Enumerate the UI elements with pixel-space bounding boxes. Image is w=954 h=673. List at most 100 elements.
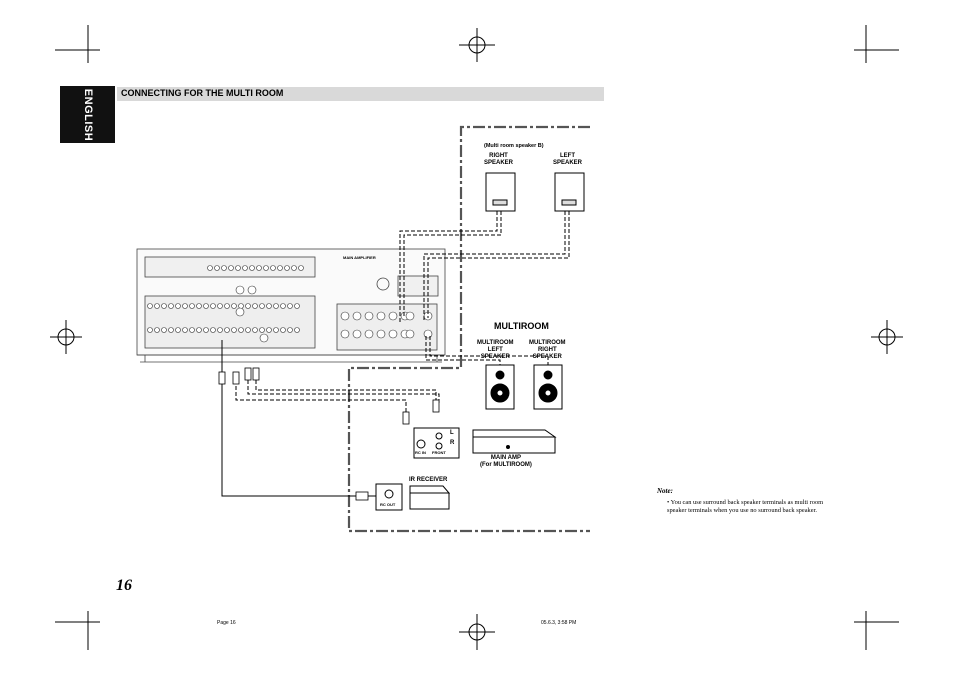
multiroom-right-speaker (533, 364, 563, 410)
jack (352, 329, 362, 339)
jack (287, 327, 293, 333)
jack (161, 327, 167, 333)
jack (247, 285, 257, 295)
jack (263, 265, 269, 271)
jack (231, 327, 237, 333)
jack (252, 327, 258, 333)
ir-receiver-label: IR RECEIVER (409, 477, 448, 483)
receiver-jacks (147, 265, 433, 343)
jack (175, 303, 181, 309)
jack (287, 303, 293, 309)
brand-label: MAIN AMPLIFIER (343, 255, 376, 260)
note-text: • You can use surround back speaker term… (667, 499, 824, 515)
jack (235, 285, 245, 295)
jack (245, 303, 251, 309)
jack (284, 265, 290, 271)
jack (238, 327, 244, 333)
footer-timestamp: 05.6.3, 3:58 PM (541, 620, 577, 626)
jack (203, 303, 209, 309)
jack (405, 329, 415, 339)
room-boundary (347, 125, 590, 533)
page-number: 16 (116, 577, 132, 594)
jack (388, 311, 398, 321)
ir-receiver (375, 483, 451, 511)
jack (242, 265, 248, 271)
l-channel-label: L (450, 430, 454, 436)
jack (224, 303, 230, 309)
amp-input-panel (413, 427, 460, 459)
speaker-cables (399, 211, 570, 365)
main-amp-label: MAIN AMP (For MULTIROOM) (480, 455, 532, 468)
section-title: CONNECTING FOR THE MULTI ROOM (121, 88, 284, 98)
jack (259, 303, 265, 309)
jack (280, 327, 286, 333)
jack (376, 311, 386, 321)
jack (340, 311, 350, 321)
main-amp (472, 429, 557, 454)
front-label: FRONT (432, 450, 446, 455)
jack (210, 327, 216, 333)
jack (238, 303, 244, 309)
jack (273, 303, 279, 309)
rca-cables (235, 380, 440, 418)
jack (207, 265, 213, 271)
jack (231, 303, 237, 309)
rc-out-label: RC OUT (380, 502, 396, 507)
speaker-b-left (554, 172, 585, 212)
language-tab-label: ENGLISH (81, 88, 94, 141)
jack (291, 265, 297, 271)
jack (364, 329, 374, 339)
jack (175, 327, 181, 333)
speaker-b-right (485, 172, 516, 212)
footer-page: Page 16 (217, 620, 236, 626)
jack (147, 327, 153, 333)
r-channel-label: R (450, 440, 455, 446)
jack (147, 303, 153, 309)
section-header: CONNECTING FOR THE MULTI ROOM (117, 87, 604, 101)
jack (182, 327, 188, 333)
jack (256, 265, 262, 271)
jack (217, 327, 223, 333)
jack (189, 303, 195, 309)
jack (259, 333, 269, 343)
jack (405, 311, 415, 321)
jack (352, 311, 362, 321)
jack (376, 329, 386, 339)
jack (266, 327, 272, 333)
jack (388, 329, 398, 339)
jack (423, 329, 433, 339)
crop-marks (50, 25, 903, 650)
jack (182, 303, 188, 309)
language-tab: ENGLISH (60, 86, 115, 143)
jack (273, 327, 279, 333)
jack (168, 327, 174, 333)
jack (266, 303, 272, 309)
note-title: Note: (657, 487, 673, 495)
jack (259, 327, 265, 333)
jack (249, 265, 255, 271)
jack (294, 327, 300, 333)
rc-cable (221, 340, 376, 497)
jack (298, 265, 304, 271)
multiroom-left-label: MULTIROOM LEFT SPEAKER (477, 340, 514, 360)
jack (210, 303, 216, 309)
jack (340, 329, 350, 339)
jack (196, 327, 202, 333)
multiroom-title: MULTIROOM (494, 321, 549, 331)
jack (161, 303, 167, 309)
jack (245, 327, 251, 333)
jack (168, 303, 174, 309)
jack (280, 303, 286, 309)
jack (196, 303, 202, 309)
multiroom-right-label: MULTIROOM RIGHT SPEAKER (529, 340, 566, 360)
rc-in-label: RC IN (415, 450, 426, 455)
multiroom-left-speaker (485, 364, 515, 410)
jack (214, 265, 220, 271)
speaker-b-caption: (Multi room speaker B) (484, 143, 544, 149)
jack (270, 265, 276, 271)
jack (228, 265, 234, 271)
jack (277, 265, 283, 271)
jack (203, 327, 209, 333)
right-speaker-label: RIGHT SPEAKER (484, 153, 514, 166)
